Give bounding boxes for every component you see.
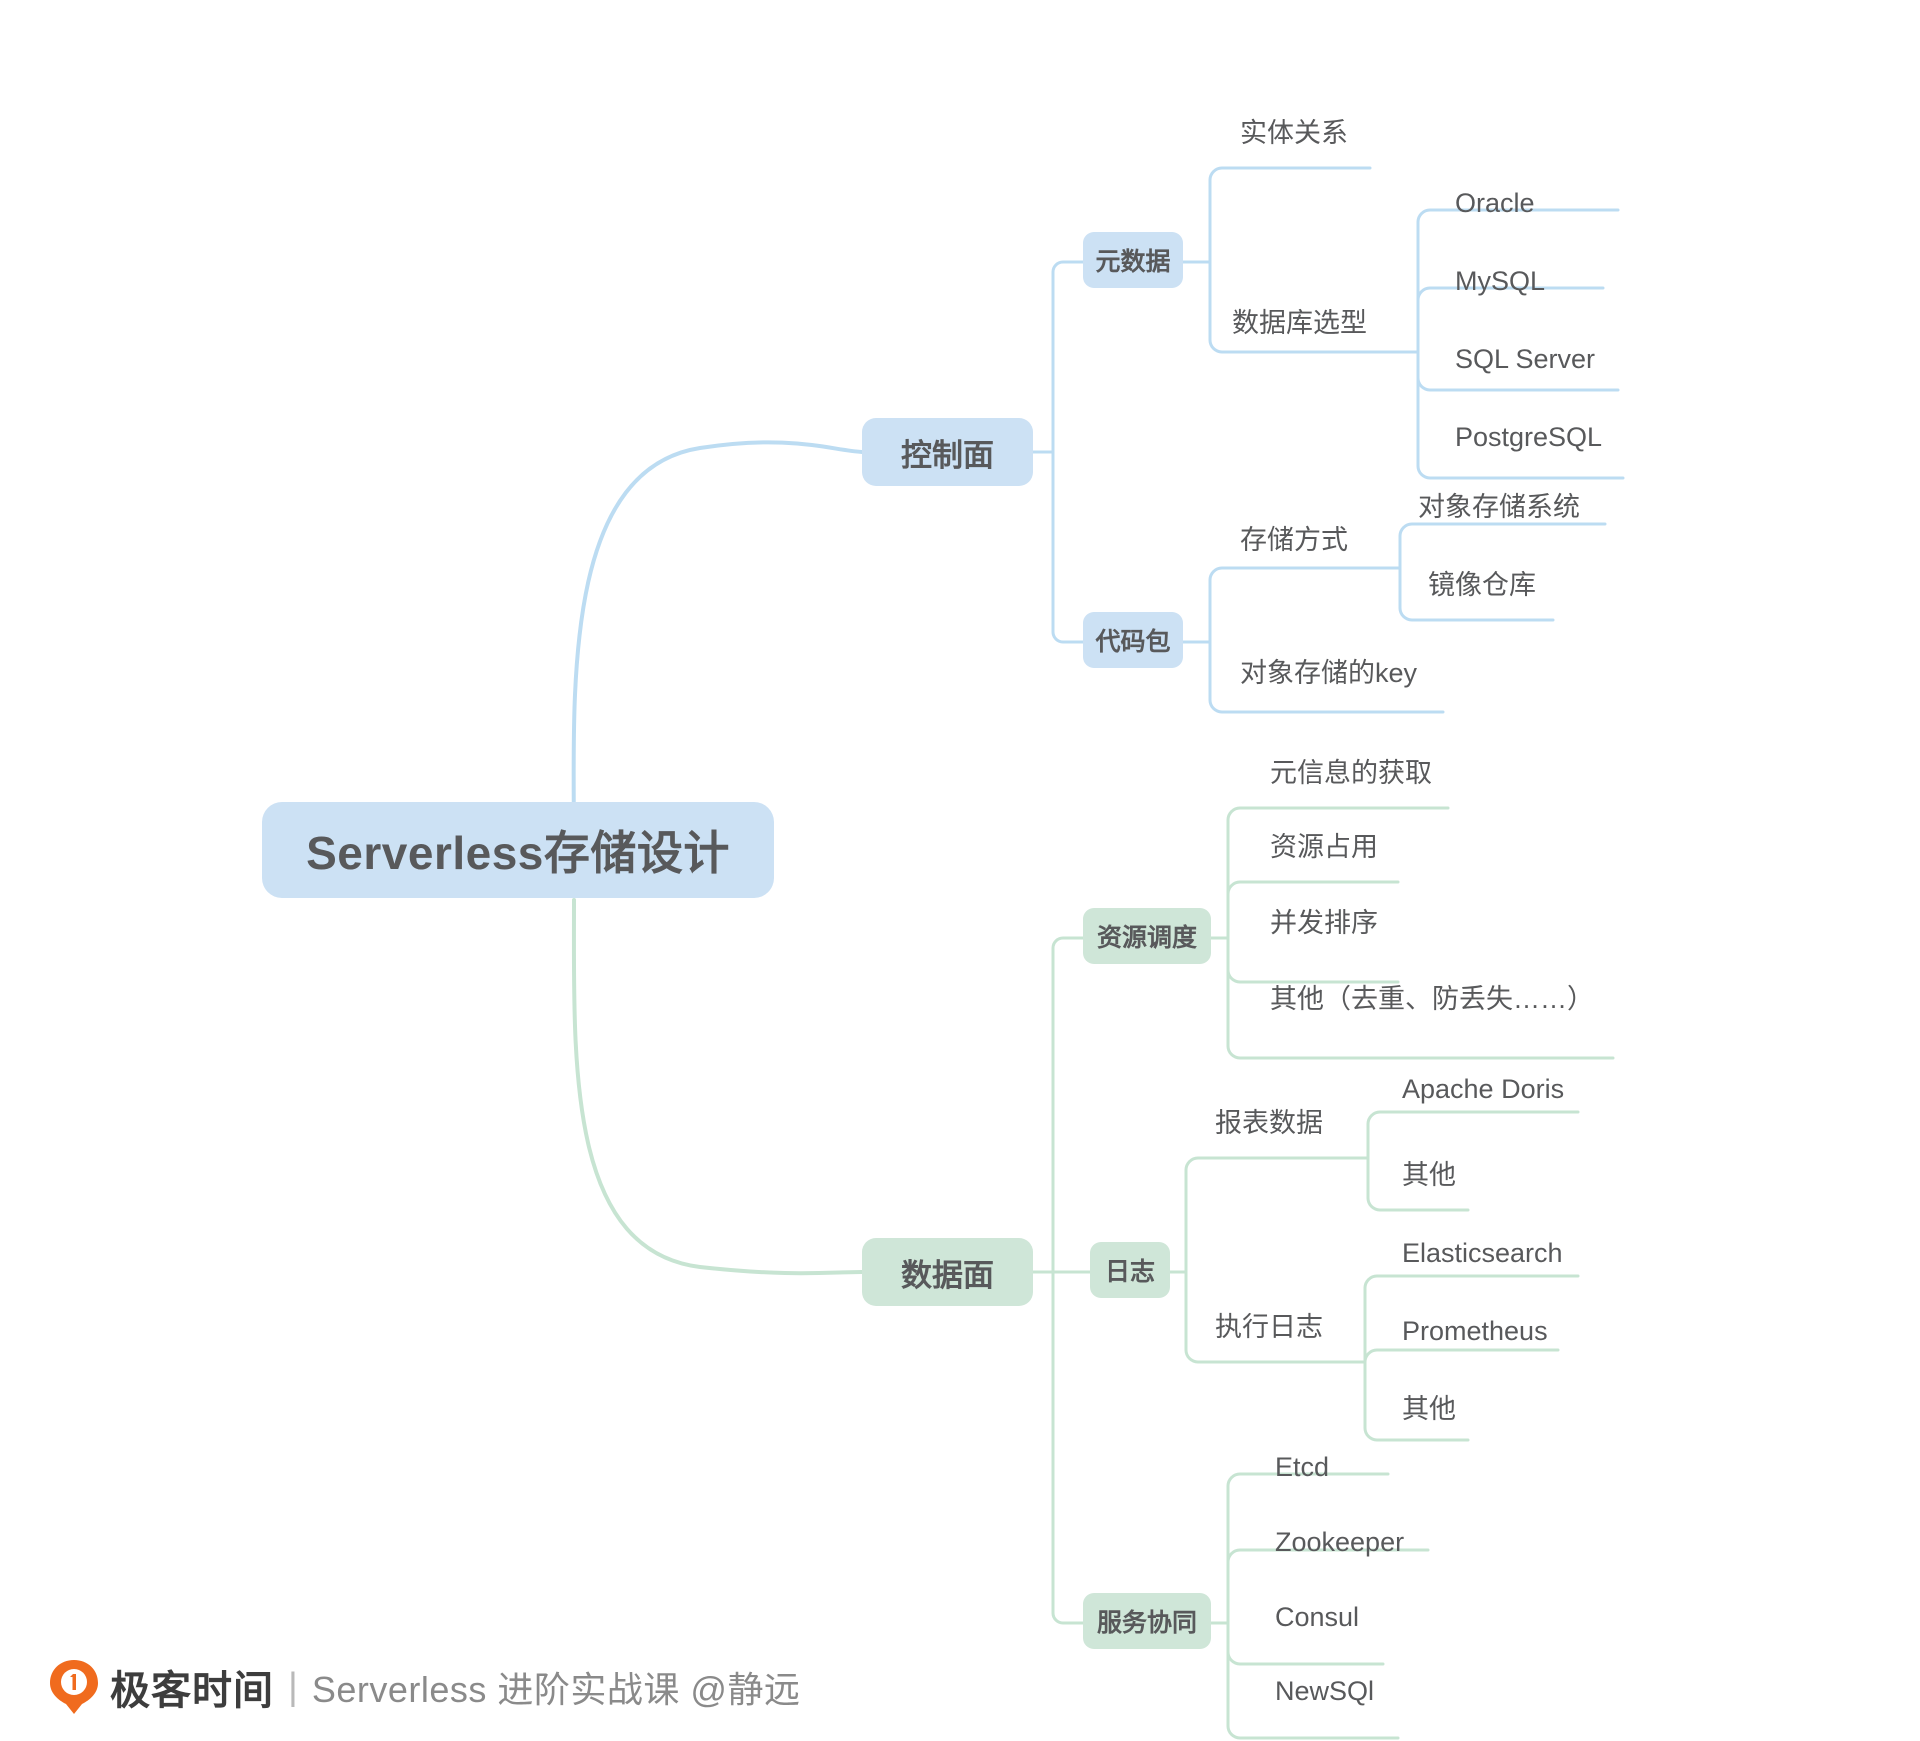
edge-db-to-postgresql — [1416, 350, 1625, 480]
edge-resource-to-resource-usage — [1226, 880, 1400, 940]
leaf-newsql[interactable]: NewSQl — [1275, 1676, 1375, 1706]
edge-metadata-to-entity-relation — [1208, 166, 1372, 264]
edge-storage-to-object-storage-system — [1398, 522, 1607, 570]
leaf-resource-usage[interactable]: 资源占用 — [1270, 832, 1378, 862]
edge-control-to-metadata — [1051, 260, 1085, 454]
leaf-prometheus[interactable]: Prometheus — [1402, 1316, 1548, 1346]
leaf-etcd[interactable]: Etcd — [1275, 1452, 1330, 1482]
edge-servicecoord-to-etcd — [1226, 1472, 1390, 1625]
leaf-apache-doris[interactable]: Apache Doris — [1402, 1074, 1565, 1104]
sub-node-resource-scheduling[interactable]: 资源调度 — [1083, 908, 1211, 964]
sub-label-metadata: 元数据 — [1095, 248, 1171, 276]
footer-divider: | — [288, 1665, 298, 1708]
edge-servicecoord-to-newsql — [1226, 1621, 1400, 1740]
root-node[interactable]: Serverless存储设计 — [262, 802, 774, 898]
sub-node-service-coordination[interactable]: 服务协同 — [1083, 1593, 1211, 1649]
sub-node-logs[interactable]: 日志 — [1090, 1242, 1170, 1298]
footer-course-label: Serverless 进阶实战课 @静远 — [311, 1669, 801, 1710]
edge-codepkg-to-storage-mode — [1208, 566, 1387, 644]
edge-dataplane-to-resource-scheduling — [1051, 936, 1085, 1274]
edge-report-to-other-1 — [1366, 1156, 1470, 1212]
leaf-concurrency-ordering[interactable]: 并发排序 — [1270, 908, 1378, 938]
footer-brand-label: 极客时间 — [110, 1669, 274, 1713]
edge-report-to-apache-doris — [1366, 1110, 1580, 1160]
sub-node-code-package[interactable]: 代码包 — [1083, 612, 1183, 668]
leaf-meta-info-fetch[interactable]: 元信息的获取 — [1270, 758, 1432, 788]
edge-logs-to-exec-logs — [1184, 1270, 1352, 1364]
leaf-image-registry[interactable]: 镜像仓库 — [1428, 570, 1536, 600]
leaf-resource-others[interactable]: 其他（去重、防丢失……） — [1270, 984, 1594, 1014]
sub-label-service-coordination: 服务协同 — [1096, 1609, 1197, 1637]
edge-root-to-control-plane — [571, 440, 864, 850]
branch-label-control-plane: 控制面 — [901, 437, 994, 473]
edge-servicecoord-to-zookeeper — [1226, 1548, 1430, 1625]
branch-node-control-plane[interactable]: 控制面 — [862, 418, 1033, 486]
sub-node-metadata[interactable]: 元数据 — [1083, 232, 1183, 288]
leaf-consul[interactable]: Consul — [1275, 1602, 1360, 1632]
leaf-report-data[interactable]: 报表数据 — [1215, 1108, 1323, 1138]
geekbang-pin-logo-icon — [48, 1658, 100, 1716]
leaf-exec-other[interactable]: 其他 — [1402, 1394, 1456, 1424]
leaf-entity-relation[interactable]: 实体关系 — [1240, 118, 1348, 148]
edge-execlog-to-other-2 — [1363, 1360, 1470, 1442]
leaf-db-selection[interactable]: 数据库选型 — [1232, 308, 1367, 338]
edge-db-to-oracle — [1416, 208, 1620, 354]
edge-logs-to-report-data — [1184, 1156, 1357, 1274]
edge-execlog-to-prometheus — [1363, 1348, 1560, 1364]
edge-control-to-codepackage — [1051, 450, 1085, 644]
leaf-exec-logs[interactable]: 执行日志 — [1215, 1312, 1323, 1342]
leaf-storage-mode[interactable]: 存储方式 — [1240, 525, 1348, 555]
leaf-mysql[interactable]: MySQL — [1455, 266, 1546, 296]
edge-execlog-to-elasticsearch — [1363, 1274, 1580, 1364]
root-node-label: Serverless存储设计 — [306, 827, 730, 879]
branch-label-data-plane: 数据面 — [901, 1257, 994, 1293]
edge-storage-to-image-registry — [1398, 566, 1555, 622]
leaf-zookeeper[interactable]: Zookeeper — [1275, 1527, 1405, 1557]
edge-codepkg-to-object-key — [1208, 640, 1445, 714]
sub-label-resource-scheduling: 资源调度 — [1096, 924, 1197, 952]
leaf-elasticsearch[interactable]: Elasticsearch — [1402, 1238, 1563, 1268]
leaf-sql-server[interactable]: SQL Server — [1455, 344, 1596, 374]
leaf-report-other[interactable]: 其他 — [1402, 1160, 1456, 1190]
edge-resource-to-others — [1226, 936, 1615, 1060]
edge-root-to-data-plane — [571, 898, 864, 1276]
sub-label-code-package: 代码包 — [1095, 628, 1171, 656]
leaf-oracle[interactable]: Oracle — [1455, 188, 1535, 218]
leaf-object-storage-key[interactable]: 对象存储的key — [1240, 658, 1418, 688]
footer: 极客时间 | Serverless 进阶实战课 @静远 — [48, 1655, 800, 1719]
edge-db-to-mysql — [1416, 286, 1605, 354]
sub-label-logs: 日志 — [1104, 1258, 1155, 1286]
branch-node-data-plane[interactable]: 数据面 — [862, 1238, 1033, 1306]
leaf-postgresql[interactable]: PostgreSQL — [1455, 422, 1603, 452]
edge-resource-to-concurrency-order — [1226, 936, 1400, 984]
edge-metadata-to-db-selection — [1208, 260, 1397, 354]
leaf-object-storage-system[interactable]: 对象存储系统 — [1418, 492, 1580, 522]
edge-resource-to-meta-fetch — [1226, 806, 1450, 940]
edge-dataplane-to-service-coordination — [1051, 1270, 1085, 1625]
